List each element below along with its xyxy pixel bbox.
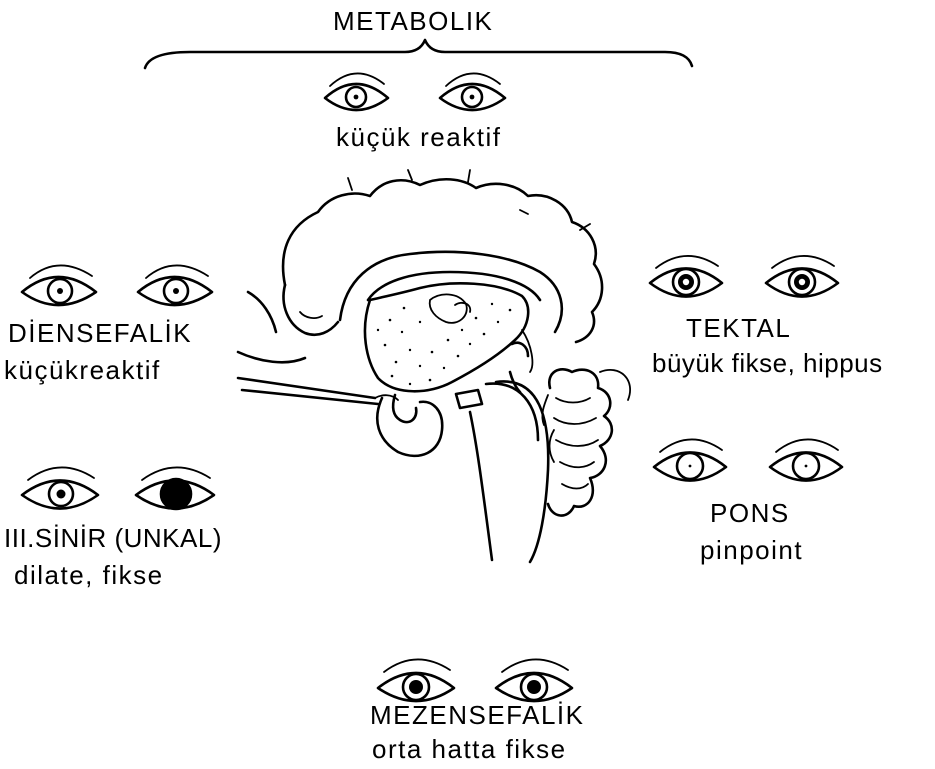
unkal-title: III.SİNİR (UNKAL) [4, 523, 222, 554]
eye-icon [325, 73, 388, 110]
diensefalik-description: küçükreaktif [4, 355, 161, 386]
brain-sagittal-section [238, 170, 630, 562]
pons-title: PONS [710, 498, 790, 529]
tektal-title: TEKTAL [686, 313, 791, 344]
eye-pair-tektal [650, 256, 838, 297]
eye-icon [650, 256, 722, 297]
eye-icon [378, 659, 454, 701]
eye-icon [22, 467, 98, 508]
thalamus-stipple [377, 303, 512, 385]
eye-pair-mezensefalik [378, 659, 572, 701]
mezensefalik-description: orta hatta fikse [372, 734, 567, 765]
eye-icon [138, 265, 212, 305]
pons-description: pinpoint [700, 535, 803, 566]
eye-icon [496, 659, 572, 701]
mezensefalik-title: MEZENSEFALİK [370, 700, 585, 731]
eye-pair-metabolik [325, 73, 505, 110]
eye-icon [766, 256, 838, 297]
tektal-description: büyük fikse, hippus [652, 348, 883, 379]
diensefalik-title: DİENSEFALİK [8, 318, 192, 349]
metabolik-title: METABOLIK [333, 6, 493, 37]
eye-icon [22, 265, 96, 305]
eye-icon [440, 73, 505, 110]
metabolik-description: küçük reaktif [336, 122, 501, 153]
unkal-description: dilate, fikse [14, 560, 164, 591]
eye-pair-unkal [22, 467, 214, 509]
metabolik-bracket [145, 40, 692, 68]
eye-icon [136, 467, 214, 509]
eye-icon [654, 439, 726, 480]
eye-icon [770, 439, 842, 480]
eye-pair-diensefalik [22, 265, 212, 305]
eye-pair-pons [654, 439, 842, 480]
